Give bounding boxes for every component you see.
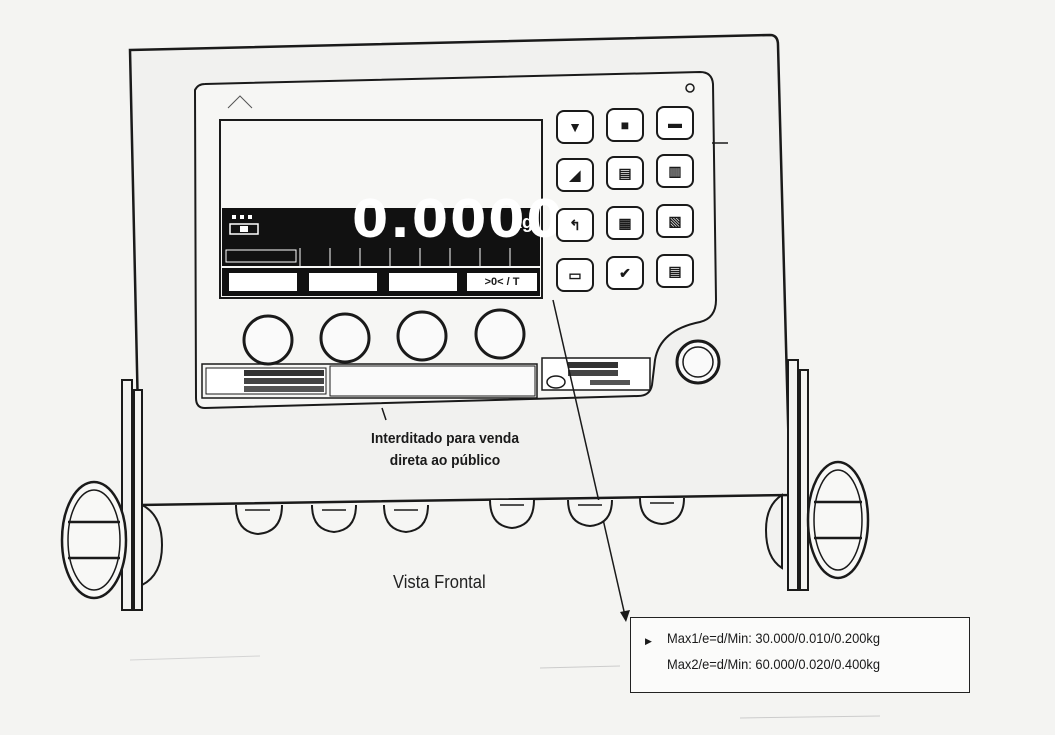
keypad-key-10[interactable]: ▭ xyxy=(556,258,594,292)
keypad-key-5[interactable]: ▤ xyxy=(606,156,644,190)
leader-line xyxy=(552,299,627,621)
soft-key-slot-1 xyxy=(228,272,298,292)
soft-key-4 xyxy=(474,308,526,360)
notice-line-2: direta ao público xyxy=(389,452,501,469)
keypad-key-2[interactable]: ■ xyxy=(606,108,644,142)
check-icon: ✔ xyxy=(619,264,631,281)
keypad-key-1[interactable]: ▼ xyxy=(556,110,594,144)
left-mount-knob xyxy=(60,480,128,600)
soft-key-slot-2 xyxy=(308,272,378,292)
capacity-spec-box: ▶ Max1/e=d/Min: 30.000/0.010/0.200kg Max… xyxy=(630,617,970,693)
keypad-key-9[interactable]: ▧ xyxy=(656,204,694,238)
weight-readout: 0.0000 xyxy=(352,190,565,250)
document-button[interactable]: ▤ xyxy=(656,254,694,288)
keypad-key-3[interactable]: ▬ xyxy=(656,106,694,140)
zero-indicator-icon xyxy=(229,215,259,235)
document-icon: ▤ xyxy=(668,262,682,279)
spec-line-1: Max1/e=d/Min: 30.000/0.010/0.200kg xyxy=(667,630,881,646)
view-caption: Vista Frontal xyxy=(393,572,486,592)
function-keys-label: >0< / T xyxy=(484,276,520,288)
weight-unit: kg xyxy=(512,212,534,232)
soft-key-1 xyxy=(242,314,294,366)
notice-line-1: Interditado para venda xyxy=(370,430,520,447)
bottom-connectors xyxy=(235,497,685,536)
right-mount-knob xyxy=(806,460,870,580)
bullet-icon: ▶ xyxy=(645,636,652,646)
right-bracket xyxy=(764,359,809,591)
soft-key-2 xyxy=(319,312,371,364)
spec-line-2: Max2/e=d/Min: 60.000/0.020/0.400kg xyxy=(667,656,881,672)
keypad-key-7[interactable]: ↰ xyxy=(556,208,594,242)
keypad-key-6[interactable]: ▥ xyxy=(656,154,694,188)
left-bracket xyxy=(121,379,164,611)
soft-key-slot-3 xyxy=(388,272,458,292)
function-key-slot: >0< / T xyxy=(466,272,538,292)
soft-key-3 xyxy=(396,310,448,362)
keypad-key-8[interactable]: ▦ xyxy=(606,206,644,240)
label-plate xyxy=(201,363,538,399)
keypad-key-4[interactable]: ◢ xyxy=(556,158,594,192)
sale-restriction-notice: Interditado para venda direta ao público xyxy=(339,428,551,472)
check-button[interactable]: ✔ xyxy=(606,256,644,290)
